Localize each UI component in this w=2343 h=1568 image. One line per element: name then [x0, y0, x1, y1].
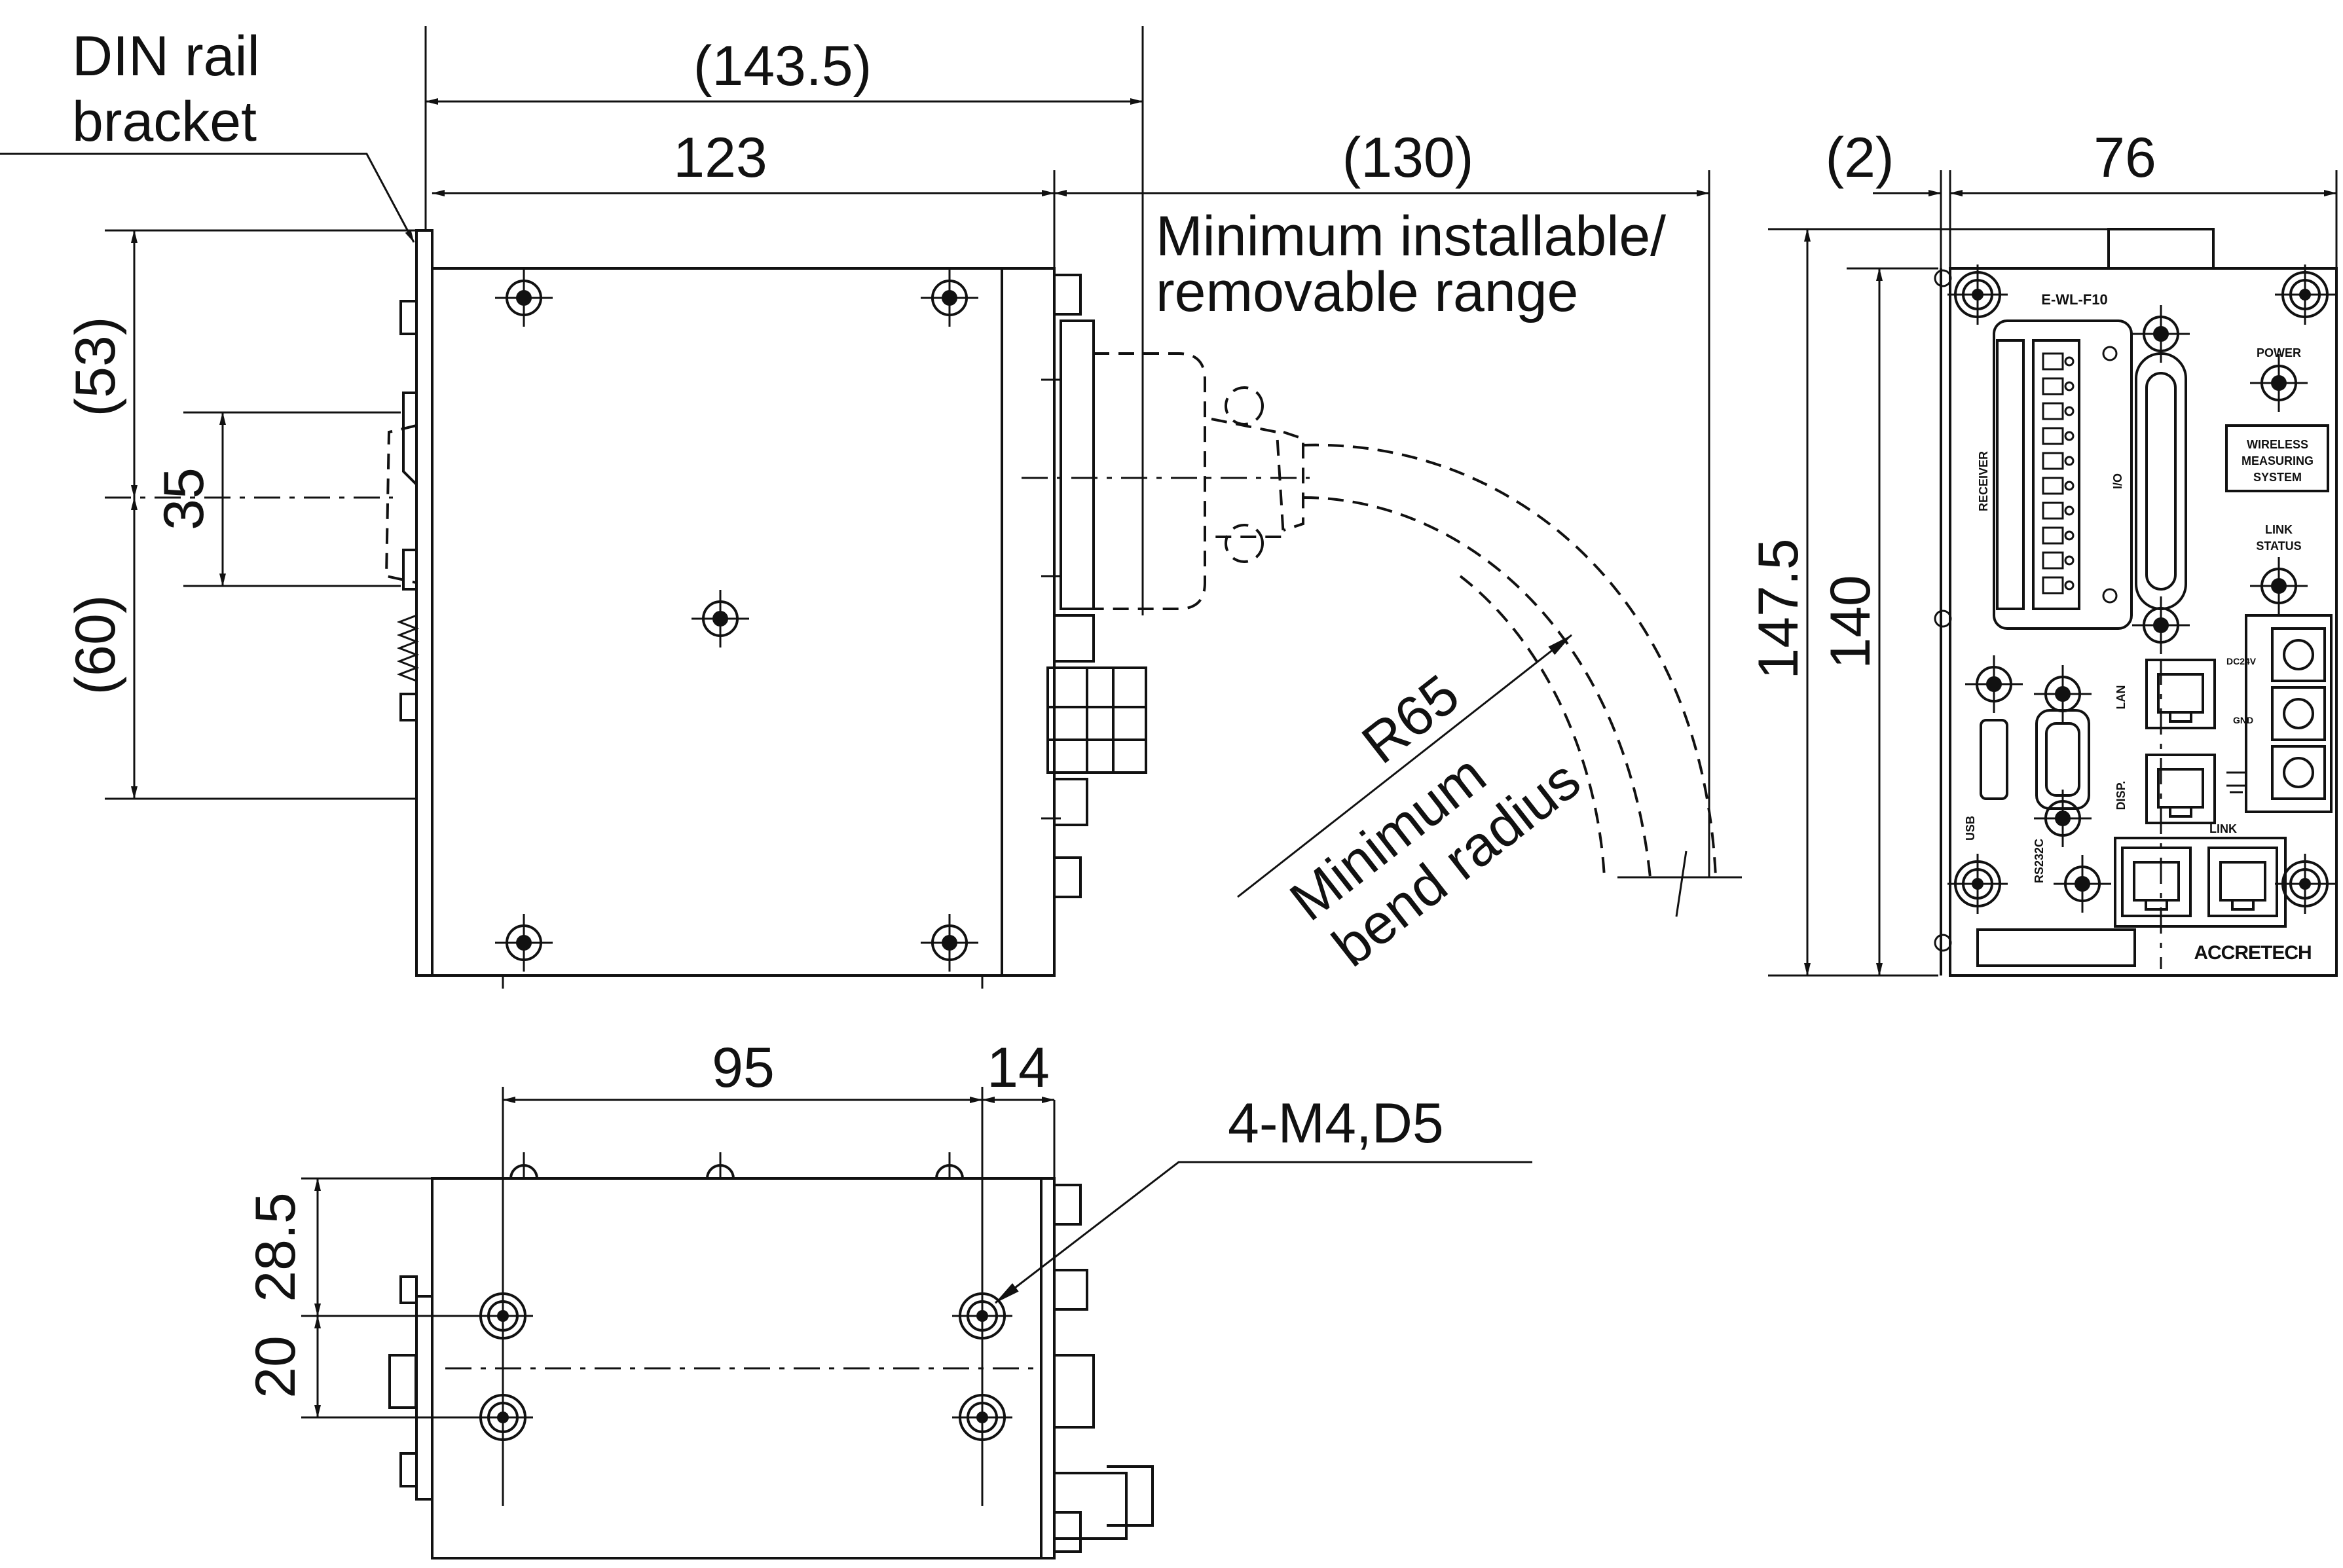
din-rail-label-1: DIN rail — [72, 25, 260, 88]
dim-53: (53) — [64, 317, 127, 417]
dim-35: 35 — [153, 467, 215, 530]
rs232c-label: RS232C — [2033, 839, 2046, 883]
dim-123: 123 — [673, 126, 767, 189]
receiver-pin — [2042, 352, 2064, 371]
side-body — [431, 267, 1056, 977]
gnd-label: GND — [2233, 715, 2253, 725]
receiver-pin-dot — [2064, 456, 2075, 466]
brand-logo: ACCRETECH — [2194, 942, 2311, 964]
wireless-label-2: MEASURING — [2242, 454, 2314, 467]
din-rail-bracket — [415, 229, 434, 977]
min-install-2: removable range — [1156, 261, 1578, 323]
wireless-label-3: SYSTEM — [2253, 471, 2302, 484]
model-label: E-WL-F10 — [2041, 291, 2107, 308]
front-dimensions — [1768, 170, 2338, 977]
dim-140: 140 — [1819, 575, 1882, 669]
dim-28-5: 28.5 — [244, 1192, 307, 1302]
dim-2: (2) — [1825, 126, 1894, 189]
receiver-pin — [2042, 427, 2064, 445]
receiver-pin-dot — [2064, 505, 2075, 516]
dim-76: 76 — [2094, 126, 2156, 189]
min-install-1: Minimum installable/ — [1156, 205, 1666, 268]
link-label: LINK — [2209, 822, 2237, 835]
usb-label: USB — [1964, 816, 1977, 841]
dim-95: 95 — [712, 1036, 775, 1099]
lan-label: LAN — [2114, 685, 2128, 710]
front-panel-view — [1934, 170, 2338, 977]
receiver-pin — [2042, 576, 2064, 594]
receiver-pin-dot — [2064, 555, 2075, 566]
io-label: I/O — [2111, 473, 2124, 489]
dim-143-5: (143.5) — [693, 35, 872, 98]
disp-label: DISP. — [2114, 781, 2128, 811]
din-rail-label-2: bracket — [72, 90, 257, 153]
dim-60: (60) — [64, 595, 127, 695]
receiver-pin — [2042, 477, 2064, 495]
dimension-labels: DIN rail bracket (143.5) 123 (130) Minim… — [64, 25, 2156, 1398]
receiver-pin — [2042, 377, 2064, 395]
receiver-pin-dot — [2064, 580, 2075, 591]
dim-130: (130) — [1342, 126, 1474, 189]
receiver-pin — [2042, 402, 2064, 420]
side-view — [384, 229, 1310, 989]
receiver-pin-dot — [2064, 431, 2075, 441]
dc24v-label: DC24V — [2226, 656, 2257, 666]
dim-147-5: 147.5 — [1747, 538, 1810, 679]
receiver-pin — [2042, 501, 2064, 520]
link-status-1: LINK — [2265, 523, 2293, 536]
receiver-terminals — [2042, 352, 2075, 594]
receiver-pin-dot — [2064, 356, 2075, 367]
link-status-2: STATUS — [2256, 539, 2301, 553]
bottom-view — [388, 1100, 1154, 1559]
receiver-pin — [2042, 551, 2064, 570]
hole-spec: 4-M4,D5 — [1228, 1092, 1444, 1155]
receiver-pin — [2042, 452, 2064, 470]
side-dimensions — [0, 26, 1710, 898]
cable-bend — [1302, 443, 1742, 917]
dim-20: 20 — [244, 1336, 307, 1398]
receiver-pin-dot — [2064, 381, 2075, 392]
receiver-pin — [2042, 526, 2064, 545]
receiver-pin-dot — [2064, 481, 2075, 491]
bottom-dimensions — [301, 1087, 1532, 1506]
dim-14: 14 — [987, 1036, 1050, 1099]
receiver-pin-dot — [2064, 530, 2075, 541]
panel-labels: E-WL-F10 POWER WIRELESS MEASURING SYSTEM… — [1964, 291, 2314, 964]
receiver-label: RECEIVER — [1977, 451, 1990, 511]
receiver-pin-dot — [2064, 406, 2075, 416]
power-label: POWER — [2257, 346, 2301, 359]
wireless-label-1: WIRELESS — [2247, 438, 2308, 451]
